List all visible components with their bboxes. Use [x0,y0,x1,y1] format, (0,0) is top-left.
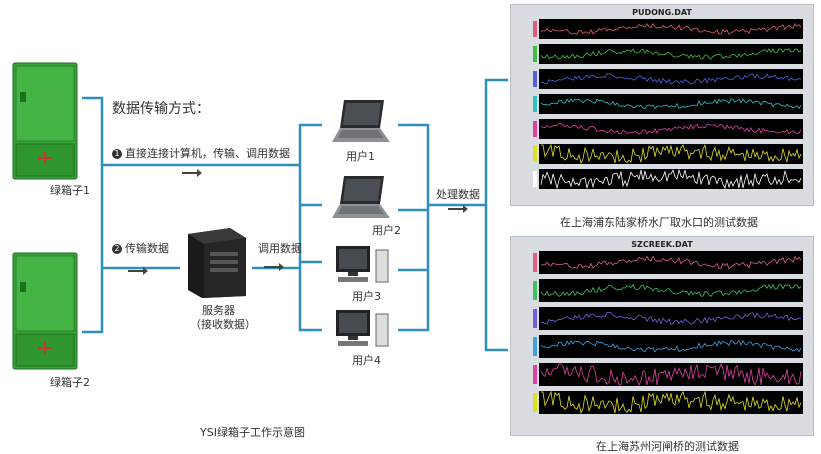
chart-strip-tag [533,96,537,112]
chart-series-line [540,255,802,270]
chart-strip-tag [533,171,537,187]
chart-strip-tag [533,337,537,356]
szcreek-caption: 在上海苏州河闸桥的测试数据 [596,440,739,453]
chart-strip-bg [539,363,803,386]
chart-series-line [541,390,802,415]
chart-strip-bg [539,335,803,358]
chart-strip-tag [533,393,537,412]
arrow-right-icon [448,205,468,213]
chart-series-line [540,73,802,85]
server-icon [188,228,246,298]
method-2-label: 传输数据 [125,242,169,255]
chart-series-line [540,168,802,190]
arrow-right-icon [182,169,202,177]
server-label: 服务器 [202,304,235,317]
szcreek-data-panel: SZCREEK.DAT [510,236,814,436]
chart-strip-tag [533,71,537,87]
chart-series-line [541,143,802,165]
user-4-label: 用户4 [352,354,381,367]
chart-series-line [540,22,802,36]
user-3-label: 用户3 [352,290,381,303]
szcreek-panel-title: SZCREEK.DAT [631,240,693,249]
pudong-chart-strips [533,19,803,190]
chart-strip-tag [533,309,537,328]
chart-strip-tag [533,281,537,300]
chart-series-line [540,98,802,110]
server-sub-label: （接收数据） [190,318,256,331]
chart-strip-bg [539,169,803,189]
pudong-panel-title: PUDONG.DAT [632,8,692,17]
chart-strip-bg [539,251,803,274]
chart-series-line [540,311,802,325]
chart-strip-tag [533,21,537,37]
green-cabinet-1-icon [12,62,78,180]
method-2-badge: 2 [112,244,122,254]
chart-strip-bg [539,119,803,139]
pudong-caption: 在上海浦东陆家桥水厂取水口的测试数据 [560,216,758,229]
chart-strip-tag [533,365,537,384]
user-2-label: 用户2 [372,224,401,237]
cabinet-1-label: 绿箱子1 [50,184,90,197]
chart-series-line [540,339,802,353]
transfer-method-title: 数据传输方式： [112,101,210,117]
chart-strip-tag [533,253,537,272]
desktop-3-icon [336,246,389,283]
chart-series-line [540,47,802,60]
method-1-badge: 1 [112,149,122,159]
cabinet-2-label: 绿箱子2 [50,376,90,389]
arrow-right-icon [264,263,284,271]
chart-strip-tag [533,121,537,137]
chart-strip-bg [539,19,803,39]
method-1-label: 直接连接计算机，传输、调用数据 [125,147,290,160]
pudong-data-panel: PUDONG.DAT [510,4,814,206]
laptop-2-icon [332,176,390,218]
user-1-label: 用户1 [346,150,375,163]
chart-strip-tag [533,146,537,162]
call-data-label: 调用数据 [258,242,302,255]
diagram-caption: YSI绿箱子工作示意图 [200,426,305,439]
chart-strip-tag [533,46,537,62]
chart-series-line [540,283,802,297]
chart-strip-bg [539,69,803,89]
chart-series-line [540,123,802,135]
chart-strip-bg [539,94,803,114]
szcreek-chart-strips [533,251,803,415]
process-data-label: 处理数据 [436,188,480,201]
green-cabinet-2-icon [12,252,78,370]
chart-strip-bg [539,307,803,330]
desktop-4-icon [336,310,389,347]
arrow-right-icon [128,267,148,275]
laptop-1-icon [332,100,390,142]
chart-series-line [540,362,802,386]
